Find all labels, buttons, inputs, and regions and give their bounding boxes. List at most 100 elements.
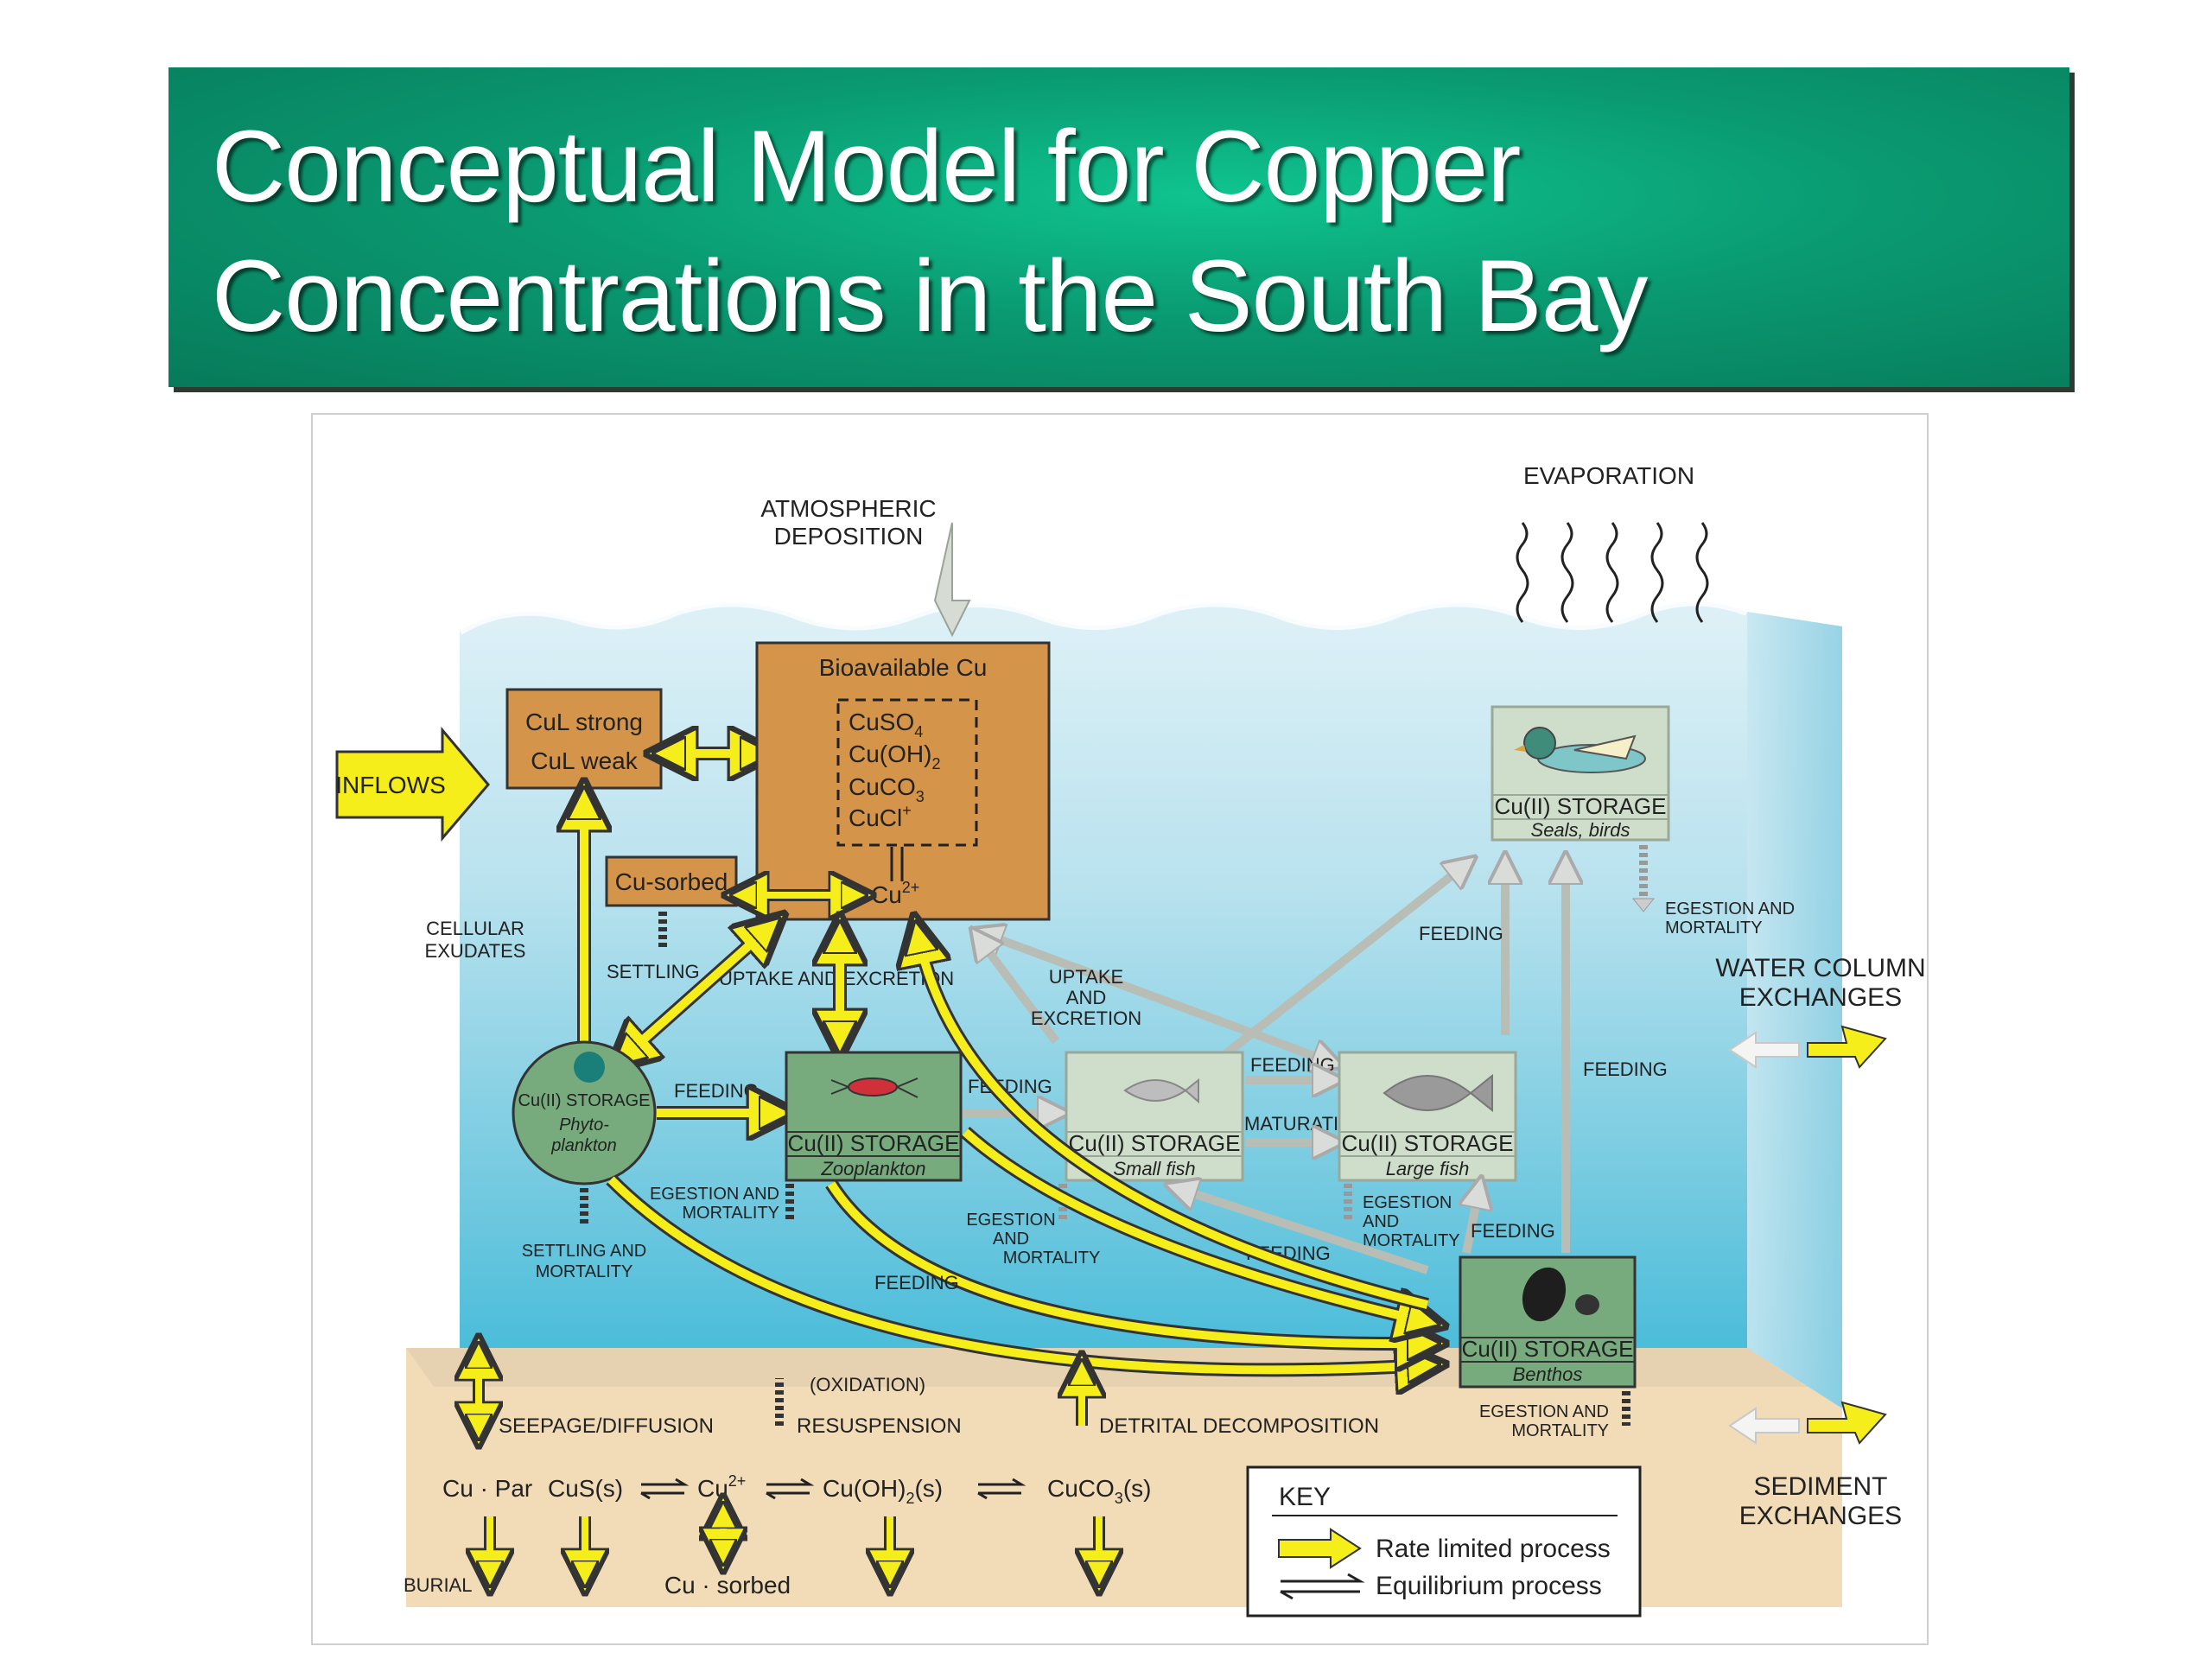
cellular-label-2: EXUDATES (425, 940, 526, 962)
atmospheric-deposition-arrow (933, 522, 971, 638)
smallfish-storage-label: Cu(II) STORAGE (1069, 1130, 1241, 1156)
zoo-benthos-feeding-2 (962, 1128, 1427, 1322)
lf-storage-label: Cu(II) STORAGE (1342, 1130, 1514, 1156)
svg-text:Cu(OH)2: Cu(OH)2 (849, 741, 940, 772)
uptake2-label-2: AND (1066, 987, 1106, 1008)
title-line-2: Concentrations in the South Bay (212, 239, 1648, 353)
evaporation-label: EVAPORATION (1523, 462, 1694, 489)
zooplankton-box (785, 1051, 963, 1182)
lf-egestion-1: EGESTION (1363, 1193, 1452, 1212)
uptake2-label-3: EXCRETION (1031, 1007, 1141, 1029)
benthos-storage-label: Cu(II) STORAGE (1462, 1336, 1634, 1362)
zoo-egestion-2: MORTALITY (682, 1204, 779, 1223)
sediment-exchange-out-arrow (1728, 1407, 1800, 1445)
bio-cu2: Cu (871, 881, 902, 908)
cu-sorbed-label: Cu-sorbed (615, 868, 728, 895)
sf-egestion-1: EGESTION (966, 1211, 1055, 1230)
atmospheric-label-2: DEPOSITION (774, 523, 924, 550)
key-equil-label: Equilibrium process (1376, 1572, 1602, 1600)
svg-text:CuSO4: CuSO4 (849, 709, 923, 741)
benthos-egestion-1: EGESTION AND (1479, 1402, 1609, 1421)
water-column-label-1: WATER COLUMN (1715, 954, 1925, 982)
large-fish-icon (1382, 1073, 1493, 1113)
water-exchange-in-arrow (1807, 1025, 1887, 1069)
species-cuoh2: Cu(OH) (849, 741, 931, 767)
evaporation-squiggles (1516, 522, 1709, 623)
seals-storage-label: Cu(II) STORAGE (1495, 793, 1667, 819)
phyto-benthos-feeding (607, 1176, 1427, 1370)
oxidation-label: (OXIDATION) (810, 1374, 925, 1395)
large-fish-label: Large fish (1386, 1158, 1470, 1179)
sf-egestion-2: AND (993, 1230, 1029, 1249)
phyto-label-2: plankton (550, 1136, 617, 1155)
species-cuco3: CuCO (849, 773, 916, 800)
benthos-uptake-arrow (918, 933, 1429, 1309)
svg-text:Cu(OH)2(s): Cu(OH)2(s) (823, 1475, 943, 1507)
lf-egestion-2: AND (1363, 1212, 1399, 1231)
seals-birds-box (1491, 705, 1670, 842)
settling-label: SETTLING (607, 961, 700, 982)
burial-label: BURIAL (404, 1574, 472, 1596)
svg-text:CuCO3(s): CuCO3(s) (1047, 1475, 1151, 1507)
phytoplankton-icon (574, 1052, 605, 1083)
diagram-svg: EVAPORATION ATMOSPHERIC DEPOSITION INFLO… (335, 462, 1926, 1618)
inflows-arrow (335, 726, 490, 842)
smallfish-uptake-arrow (978, 938, 1059, 1044)
key-title: KEY (1279, 1483, 1331, 1511)
water-exchange-out-arrow (1728, 1031, 1800, 1069)
sed-cu-par: Cu · Par (442, 1475, 532, 1502)
cul-weak-label: CuL weak (531, 747, 638, 774)
benthos-largefish-feeding (1466, 1188, 1479, 1254)
bioavailable-title: Bioavailable Cu (819, 654, 988, 681)
key-equilibrium-arrow (1280, 1573, 1365, 1600)
sediment-exchange-in-arrow (1807, 1401, 1887, 1445)
species-dashed-box (836, 698, 978, 847)
bird-icon (1514, 727, 1646, 773)
key-rate-arrow (1278, 1528, 1362, 1569)
species-cuco3-sub: 3 (916, 788, 925, 805)
inflows-label: INFLOWS (335, 772, 446, 798)
benthos-smallfish-feeding (1177, 1188, 1429, 1274)
burial-arrows (490, 1512, 1099, 1577)
species-cuso4: CuSO (849, 709, 914, 735)
phyto-storage-label: Cu(II) STORAGE (518, 1091, 651, 1110)
sed-cu2-sup: 2+ (728, 1472, 747, 1490)
seepage-label: SEEPAGE/DIFFUSION (499, 1414, 714, 1438)
bio-cu2-sup: 2+ (902, 879, 920, 896)
zooplankton-label: Zooplankton (820, 1158, 925, 1179)
sediment-label-1: SEDIMENT (1753, 1472, 1887, 1501)
key-rate-label: Rate limited process (1376, 1535, 1611, 1563)
sediment-label-2: EXCHANGES (1739, 1502, 1902, 1530)
sed-cuco3-end: (s) (1123, 1475, 1152, 1502)
cul-strong-label: CuL strong (525, 709, 643, 735)
seals-egestion-2: MORTALITY (1665, 918, 1763, 938)
sed-cu2: Cu (697, 1475, 728, 1502)
fish-uptake-arrow (982, 933, 1332, 1063)
sed-cuco3: CuCO (1047, 1475, 1115, 1502)
feeding-sf-lf-label: FEEDING (1250, 1054, 1335, 1076)
atmospheric-label-1: ATMOSPHERIC (760, 495, 936, 522)
sed-cu-sorbed: Cu · sorbed (664, 1572, 791, 1599)
settling-mortality-2: MORTALITY (536, 1262, 633, 1281)
sed-cuco3-sub: 3 (1115, 1490, 1123, 1507)
cellular-label-1: CELLULAR (426, 918, 524, 939)
uptake2-label-1: UPTAKE (1049, 966, 1123, 988)
sediment-chain: Cu · Par CuS(s) Cu2+ Cu(OH)2(s) CuCO3(s) (442, 1472, 1151, 1507)
seals-birds-label: Seals, birds (1531, 819, 1630, 841)
feeding-phyto-zoo-label: FEEDING (674, 1080, 759, 1102)
feeding-seals-label: FEEDING (1419, 923, 1503, 944)
benthos-egestion-2: MORTALITY (1511, 1421, 1609, 1440)
clam-icon (1522, 1267, 1599, 1322)
zoo-storage-label: Cu(II) STORAGE (788, 1130, 960, 1156)
feeding-benthos-label: FEEDING (874, 1272, 959, 1294)
water-column-label-2: EXCHANGES (1739, 983, 1902, 1012)
lf-egestion-3: MORTALITY (1363, 1231, 1460, 1250)
feeding-bl-label: FEEDING (1471, 1220, 1555, 1242)
sf-egestion-3: MORTALITY (1003, 1249, 1101, 1268)
feeding-benthos-seals-label: FEEDING (1583, 1058, 1668, 1080)
small-fish-box (1065, 1051, 1244, 1182)
copper-model-diagram: EVAPORATION ATMOSPHERIC DEPOSITION INFLO… (311, 413, 1929, 1645)
seals-egestion-1: EGESTION AND (1665, 899, 1795, 918)
small-fish-label: Small fish (1113, 1158, 1195, 1179)
title-banner: Conceptual Model for Copper Concentratio… (168, 67, 2069, 387)
